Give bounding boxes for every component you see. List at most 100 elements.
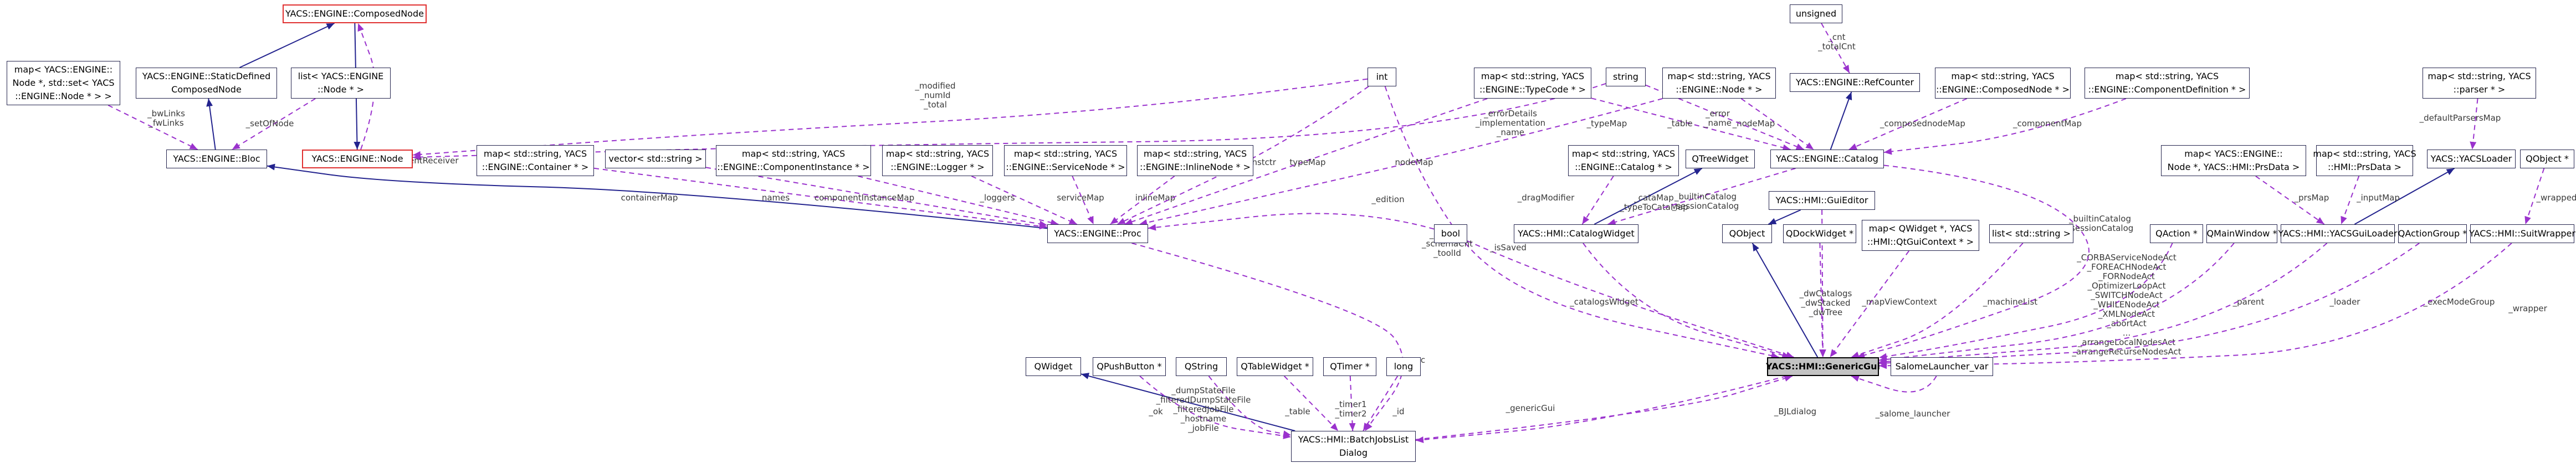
class-box-map_parser[interactable]: map< std::string, YACS::parser * > [2423, 68, 2536, 99]
class-box-map_inlinenode[interactable]: map< std::string, YACS::ENGINE::InlineNo… [1137, 145, 1253, 176]
class-label-line: YACS::ENGINE::Proc [1054, 228, 1141, 239]
class-box-map_container[interactable]: map< std::string, YACS::ENGINE::Containe… [477, 145, 594, 176]
class-label-line: string [1613, 71, 1638, 82]
edge-member-label: _wrapper [2508, 303, 2547, 314]
class-box-map_node_set[interactable]: map< YACS::ENGINE::Node *, std::set< YAC… [7, 61, 120, 105]
class-label-line: YACS::ENGINE::ComposedNode [285, 8, 424, 19]
class-box-unsigned[interactable]: unsigned [1790, 4, 1842, 23]
class-box-map_compinstance[interactable]: map< std::string, YACS::ENGINE::Componen… [716, 145, 871, 176]
class-box-map_logger[interactable]: map< std::string, YACS::ENGINE::Logger *… [882, 145, 993, 176]
class-box-qtimer[interactable]: QTimer * [1323, 357, 1376, 376]
edge-member-label: _composednodeMap [1879, 119, 1965, 129]
edge-node-to-composednode [357, 23, 375, 150]
class-label-line: map< QWidget *, YACS [1868, 223, 1973, 234]
edge-bloc-to-staticdefined [206, 98, 216, 150]
class-label-line: QAction * [2155, 228, 2198, 239]
class-box-int_box[interactable]: int [1368, 68, 1396, 86]
class-box-map_catalog[interactable]: map< std::string, YACS::ENGINE::Catalog … [1568, 145, 1679, 176]
edge-catalog-to-catalogwidget [1607, 168, 1796, 225]
class-box-bloc[interactable]: YACS::ENGINE::Bloc [166, 150, 267, 168]
edge-member-label: _inputMap [2356, 193, 2400, 203]
class-box-list_string[interactable]: list< std::string > [1989, 224, 2073, 243]
class-box-qobject[interactable]: QObject [1722, 224, 1772, 243]
class-box-qtreewidget[interactable]: QTreeWidget [1686, 150, 1755, 168]
class-box-genericgui[interactable]: YACS::HMI::GenericGui [1766, 357, 1880, 376]
class-label-line: ::ENGINE::Node * > > [15, 91, 112, 101]
class-box-map_string_node[interactable]: map< std::string, YACS::ENGINE::Node * > [1662, 68, 1776, 99]
edge-member-label: _cnt_totalCnt [1817, 32, 1856, 52]
edge-member-label: _BJLdialog [1774, 407, 1816, 417]
class-box-composednode[interactable]: YACS::ENGINE::ComposedNode [283, 4, 427, 23]
class-box-qmainwindow[interactable]: QMainWindow * [2206, 224, 2277, 243]
edge-map_qwidget_context-to-genericgui [1829, 250, 1910, 358]
class-box-map_servicenode[interactable]: map< std::string, YACS::ENGINE::ServiceN… [1004, 145, 1127, 176]
class-box-catalogwidget[interactable]: YACS::HMI::CatalogWidget [1514, 224, 1638, 243]
class-box-bool_box[interactable]: bool [1434, 224, 1467, 243]
class-box-catalog[interactable]: YACS::ENGINE::Catalog [1770, 150, 1884, 168]
class-label-line: ::parser * > [2453, 84, 2506, 95]
edge-member-label: _bwLinks_fwLinks [147, 109, 185, 128]
class-box-map_qwidget_context[interactable]: map< QWidget *, YACS::HMI::QtGuiContext … [1862, 220, 1979, 251]
class-box-node[interactable]: YACS::ENGINE::Node [302, 150, 413, 168]
edge-member-label: componentInstanceMap [815, 193, 914, 203]
class-box-qdockwidget[interactable]: QDockWidget * [1783, 224, 1856, 243]
edge-member-label: nodeMap [1395, 157, 1433, 167]
class-box-qstring[interactable]: QString [1176, 357, 1227, 376]
class-box-map_componentdef[interactable]: map< std::string, YACS::ENGINE::Componen… [2085, 68, 2250, 99]
class-label-line: map< std::string, YACS [1951, 71, 2055, 81]
class-label-line: YACS::ENGINE::Bloc [173, 153, 260, 164]
edge-member-label: _error_name [1703, 109, 1732, 128]
class-box-refcounter[interactable]: YACS::ENGINE::RefCounter [1790, 73, 1920, 92]
class-label-line: QTreeWidget [1692, 153, 1749, 164]
class-box-string_box[interactable]: string [1606, 68, 1646, 86]
class-label-line: QWidget [1034, 361, 1073, 372]
class-box-suitwrapper[interactable]: YACS::HMI::SuitWrapper [2469, 224, 2575, 243]
class-box-qaction[interactable]: QAction * [2150, 224, 2203, 243]
class-box-long_box[interactable]: long [1386, 357, 1421, 376]
class-box-qactiongroup[interactable]: QActionGroup * [2398, 224, 2467, 243]
class-box-salomelauncher[interactable]: SalomeLauncher_var [1891, 357, 1993, 376]
edge-member-label: _salome_launcher [1875, 409, 1951, 419]
edge-staticdefined-to-composednode [239, 23, 335, 68]
class-box-yacsguiloader[interactable]: YACS::HMI::YACSGuiLoader [2278, 224, 2398, 243]
edge-int_box-to-proc [1117, 86, 1369, 225]
edge-member-label: _errorDetails_implementation_name [1475, 109, 1545, 138]
edge-qobject_ptr-to-suitwrapper [2524, 168, 2545, 225]
edge-member-label: _typeMap [1586, 119, 1627, 129]
class-label-line: Dialog [1339, 447, 1368, 458]
class-box-map_composednode[interactable]: map< std::string, YACS::ENGINE::Composed… [1935, 68, 2071, 99]
class-box-qpushbutton[interactable]: QPushButton * [1093, 357, 1166, 376]
edge-member-label: _machineList [1983, 297, 2037, 307]
edge-member-label: _id [1392, 407, 1404, 417]
class-box-qwidget[interactable]: QWidget [1026, 357, 1081, 376]
class-box-map_string_prsdata[interactable]: map< std::string, YACS::HMI::PrsData > [2313, 145, 2416, 176]
edge-vector_string-to-proc [705, 167, 1048, 228]
class-box-map_node_prsdata[interactable]: map< YACS::ENGINE::Node *, YACS::HMI::Pr… [2161, 145, 2306, 176]
edge-map_typecode-to-proc [1124, 98, 1488, 225]
class-box-proc[interactable]: YACS::ENGINE::Proc [1047, 224, 1148, 243]
edge-member-label: _loader [2329, 297, 2361, 307]
class-box-qtablewidget[interactable]: QTableWidget * [1237, 357, 1313, 376]
class-label-line: YACS::HMI::GuiEditor [1775, 195, 1868, 205]
edge-member-label: _cataMap_typeToCataMap [1619, 193, 1688, 213]
class-box-yacsloader[interactable]: YACS::YACSLoader [2427, 150, 2516, 168]
class-box-map_typecode[interactable]: map< std::string, YACS::ENGINE::TypeCode… [1474, 68, 1591, 99]
edge-member-label: _builtinCatalog_sessionCatalog [2066, 214, 2134, 234]
class-box-guieditor[interactable]: YACS::HMI::GuiEditor [1769, 191, 1875, 210]
edge-member-label: typeMap [1289, 157, 1325, 167]
class-label-line: QTableWidget * [1241, 361, 1309, 372]
class-label-line: YACS::HMI::YACSGuiLoader [2278, 228, 2398, 239]
edge-map_inlinenode-to-proc [1110, 176, 1175, 225]
class-box-list_node[interactable]: list< YACS::ENGINE::Node * > [291, 68, 391, 99]
edge-member-label: _execModeGroup [2423, 297, 2495, 307]
class-label-line: map< std::string, YACS [885, 148, 990, 159]
class-box-vector_string[interactable]: vector< std::string > [605, 150, 706, 168]
edge-map_logger-to-proc [971, 176, 1078, 225]
class-label-line: ::ENGINE::ComposedNode * > [1936, 84, 2070, 95]
edge-member-label: containerMap [621, 193, 678, 203]
edge-map_parser-to-yacsloader [2470, 98, 2478, 150]
class-box-qobject_ptr[interactable]: QObject * [2520, 150, 2574, 168]
